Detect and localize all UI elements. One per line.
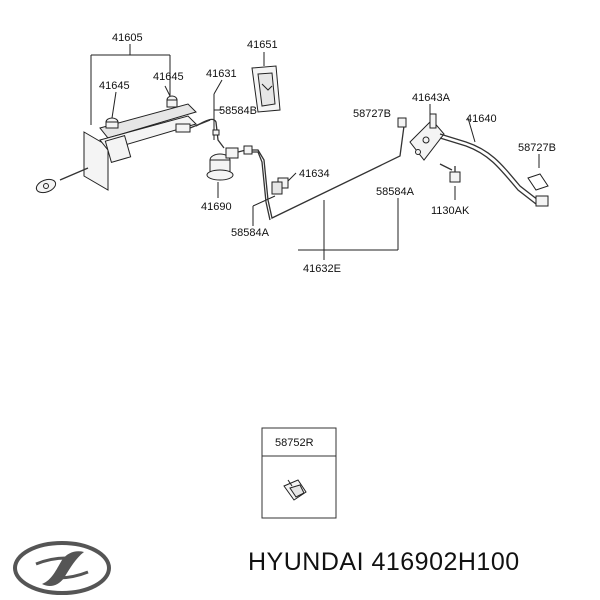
leader-lines [90, 44, 540, 260]
fitting-41690 [206, 147, 247, 181]
callout-41632e: 41632E [303, 263, 341, 275]
callout-58584b: 58584B [219, 105, 257, 117]
callout-labels: 41605 41645 41645 41651 41631 58584B 416… [99, 32, 556, 275]
callout-58727b-right: 58727B [518, 142, 556, 154]
clip-58727b-right [527, 173, 549, 191]
hose-41631 [195, 118, 225, 149]
master-cylinder-assembly [35, 103, 211, 194]
brand-part-number: HYUNDAI 416902H100 [248, 548, 520, 576]
callout-41645-left: 41645 [99, 80, 130, 92]
hyundai-logo-icon [13, 541, 111, 595]
callout-41651: 41651 [247, 39, 278, 51]
callout-1130ak: 1130AK [431, 205, 470, 217]
clip-41645-left [105, 117, 119, 129]
reservoir-41651 [251, 65, 281, 113]
callout-58727b-mid: 58727B [353, 108, 391, 120]
clip-41645-right [166, 95, 178, 108]
callout-41634: 41634 [299, 168, 330, 180]
callout-58584a-right: 58584A [376, 186, 415, 198]
callout-41631: 41631 [206, 68, 237, 80]
bolt-1130ak [439, 163, 461, 183]
bracket-41643a [409, 113, 445, 161]
clip-58752r [283, 479, 307, 501]
pipe-41632e [243, 117, 407, 221]
callout-41640: 41640 [466, 113, 497, 125]
inset-box: 58752R [261, 427, 337, 519]
callout-41605: 41605 [112, 32, 143, 44]
callout-41643a: 41643A [412, 92, 451, 104]
callout-41690: 41690 [201, 201, 232, 213]
callout-58584a-left: 58584A [231, 227, 270, 239]
callout-41645-right: 41645 [153, 71, 184, 83]
hose-41640 [439, 133, 549, 207]
inset-label: 58752R [275, 437, 314, 449]
bracket-41634 [271, 177, 289, 195]
